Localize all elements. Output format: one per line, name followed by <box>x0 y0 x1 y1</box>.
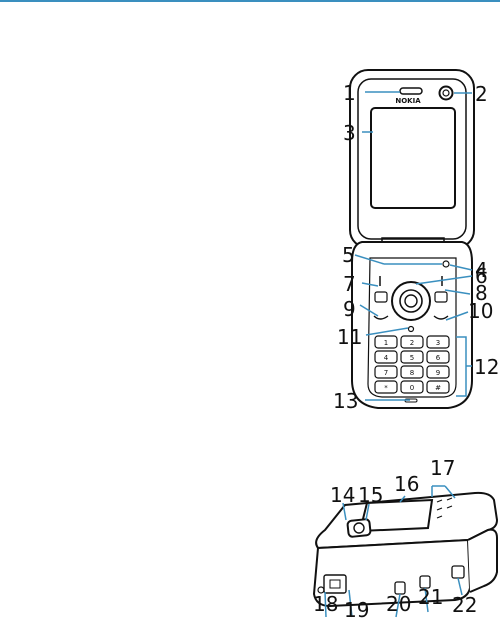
key-1: 1 <box>384 339 388 347</box>
callout-1: 1 <box>343 81 356 105</box>
callout-20: 20 <box>386 592 411 616</box>
callout-11: 11 <box>337 325 362 349</box>
key-6: 6 <box>436 354 441 362</box>
callout-13: 13 <box>333 389 358 413</box>
callout-21: 21 <box>418 585 443 609</box>
rear-camera <box>347 519 371 537</box>
key-9: 9 <box>436 369 440 377</box>
callout-14: 14 <box>330 483 355 507</box>
key-0: 0 <box>410 384 414 392</box>
callout-9: 9 <box>343 297 356 321</box>
key-3: 3 <box>436 339 440 347</box>
callout-19: 19 <box>344 598 369 618</box>
callout-10: 10 <box>468 299 493 323</box>
callout-7: 7 <box>343 272 356 296</box>
key-5: 5 <box>410 354 414 362</box>
key-7: 7 <box>384 369 388 377</box>
callout-22: 22 <box>452 593 477 617</box>
callout-5: 5 <box>342 243 355 267</box>
callout-3: 3 <box>343 121 356 145</box>
callout-2: 2 <box>475 82 488 106</box>
key-4: 4 <box>384 354 389 362</box>
front-camera <box>440 87 453 100</box>
brand-logo: NOKIA <box>395 97 421 105</box>
closed-phone <box>314 493 497 606</box>
closed-side-face <box>468 530 497 592</box>
key-star: * <box>384 384 388 392</box>
callout-12: 12 <box>474 355 499 379</box>
key-8: 8 <box>410 369 414 377</box>
key-hash: # <box>435 384 441 392</box>
callout-17: 17 <box>430 456 455 480</box>
callout-18: 18 <box>313 592 338 616</box>
callout-16: 16 <box>394 472 419 496</box>
callout-15: 15 <box>358 483 383 507</box>
key-2: 2 <box>410 339 414 347</box>
